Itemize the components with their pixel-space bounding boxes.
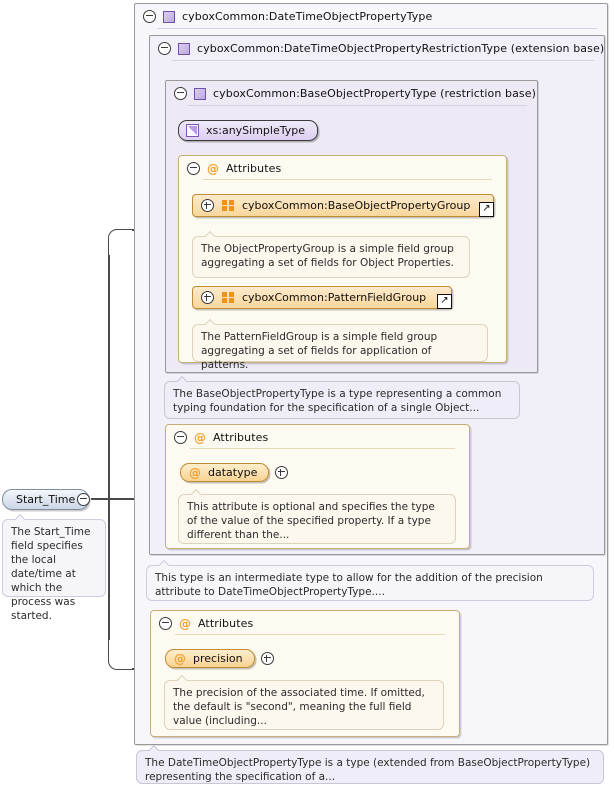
- simple-type-any-simple-type[interactable]: xs:anySimpleType: [178, 120, 318, 141]
- doc-start-time: The Start_Time field specifies the local…: [2, 519, 106, 622]
- attribute-group-icon: [222, 292, 234, 303]
- at-sign-icon: @: [189, 465, 201, 480]
- group-label: cyboxCommon:PatternFieldGroup: [242, 291, 427, 304]
- bubble-notch: [149, 745, 161, 751]
- type-header-base[interactable]: cyboxCommon:BaseObjectPropertyType (rest…: [166, 81, 537, 105]
- attribute-name: precision: [193, 652, 243, 665]
- attribute-row-precision: @ precision: [165, 649, 274, 668]
- minus-circle-icon[interactable]: [187, 162, 200, 175]
- doc-text: This type is an intermediate type to all…: [155, 572, 543, 598]
- attribute-group-icon: [222, 200, 234, 211]
- attribute-row-datatype: @ datatype: [180, 463, 289, 482]
- doc-text: The BaseObjectPropertyType is a type rep…: [173, 388, 502, 414]
- simple-type-label: xs:anySimpleType: [206, 124, 305, 137]
- connector-branch-lower: [108, 628, 140, 670]
- attributes-header-precision[interactable]: @ Attributes: [151, 611, 459, 634]
- attributes-label: Attributes: [213, 431, 269, 444]
- doc-restriction-type: This type is an intermediate type to all…: [146, 565, 594, 601]
- attributes-label: Attributes: [226, 162, 282, 175]
- attribute-pill-precision[interactable]: @ precision: [165, 649, 255, 668]
- doc-text: The Start_Time field specifies the local…: [11, 526, 91, 622]
- external-link-icon[interactable]: ↗: [479, 202, 494, 217]
- bubble-notch: [191, 489, 203, 495]
- bubble-notch: [205, 319, 217, 325]
- at-sign-icon: @: [179, 616, 191, 631]
- attributes-header-datatype[interactable]: @ Attributes: [166, 425, 469, 448]
- divider: [203, 179, 492, 180]
- divider: [157, 28, 597, 29]
- attribute-name: datatype: [208, 466, 258, 479]
- at-sign-icon: @: [207, 161, 219, 176]
- divider: [172, 60, 594, 61]
- doc-pattern-field-group: The PatternFieldGroup is a simple field …: [192, 324, 488, 371]
- attribute-group-base-object-property-group[interactable]: cyboxCommon:BaseObjectPropertyGroup ↗: [192, 194, 494, 217]
- simple-type-icon: [186, 124, 199, 137]
- doc-text: The ObjectPropertyGroup is a simple fiel…: [201, 243, 454, 269]
- attributes-label: Attributes: [198, 617, 254, 630]
- doc-text: The precision of the associated time. If…: [173, 687, 425, 727]
- minus-circle-icon[interactable]: [174, 87, 187, 100]
- external-link-icon[interactable]: ↗: [437, 294, 452, 309]
- connector-vertical-upper: [108, 255, 110, 499]
- type-label-restriction: cyboxCommon:DateTimeObjectPropertyRestri…: [197, 42, 605, 55]
- attributes-header-groups[interactable]: @ Attributes: [179, 156, 506, 179]
- minus-circle-icon[interactable]: [159, 617, 172, 630]
- group-row-wrapper-base: cyboxCommon:BaseObjectPropertyGroup ↗: [192, 194, 494, 217]
- minus-circle-icon[interactable]: [174, 431, 187, 444]
- plus-circle-icon[interactable]: [260, 652, 274, 665]
- type-label-outer: cyboxCommon:DateTimeObjectPropertyType: [182, 10, 433, 23]
- at-sign-icon: @: [194, 430, 206, 445]
- doc-base-object-property-group: The ObjectPropertyGroup is a simple fiel…: [192, 236, 470, 278]
- divider: [188, 105, 527, 106]
- plus-circle-icon[interactable]: [275, 466, 289, 479]
- bubble-notch: [177, 376, 189, 382]
- element-label: Start_Time: [16, 493, 76, 506]
- type-header-restriction[interactable]: cyboxCommon:DateTimeObjectPropertyRestri…: [150, 36, 604, 60]
- bubble-notch: [15, 514, 27, 520]
- doc-base-object-property-type: The BaseObjectPropertyType is a type rep…: [164, 381, 520, 419]
- plus-circle-icon[interactable]: [201, 199, 214, 212]
- minus-circle-icon[interactable]: [77, 493, 90, 506]
- minus-circle-icon[interactable]: [158, 42, 171, 55]
- element-start-time[interactable]: Start_Time: [2, 489, 90, 510]
- minus-circle-icon[interactable]: [143, 10, 156, 23]
- group-label: cyboxCommon:BaseObjectPropertyGroup: [242, 199, 471, 212]
- doc-datatype: This attribute is optional and specifies…: [178, 494, 456, 544]
- complex-type-icon: [194, 87, 206, 100]
- doc-text: The PatternFieldGroup is a simple field …: [201, 331, 438, 371]
- complex-type-icon: [178, 42, 190, 55]
- connector-branch-upper: [108, 229, 140, 271]
- divider: [175, 634, 445, 635]
- doc-precision: The precision of the associated time. If…: [164, 680, 444, 730]
- bubble-notch: [205, 231, 217, 237]
- connector-vertical-lower: [108, 498, 110, 640]
- complex-type-icon: [163, 10, 175, 23]
- simple-type-pill-wrapper: xs:anySimpleType: [178, 120, 318, 141]
- type-label-base: cyboxCommon:BaseObjectPropertyType (rest…: [213, 87, 536, 100]
- attribute-pill-datatype[interactable]: @ datatype: [180, 463, 270, 482]
- doc-text: This attribute is optional and specifies…: [187, 501, 435, 541]
- doc-datetime-object-property-type: The DateTimeObjectPropertyType is a type…: [136, 750, 604, 784]
- divider: [190, 448, 455, 449]
- bubble-notch: [177, 675, 189, 681]
- type-header-outer[interactable]: cyboxCommon:DateTimeObjectPropertyType: [135, 4, 607, 28]
- attribute-group-pattern-field-group[interactable]: cyboxCommon:PatternFieldGroup ↗: [192, 286, 452, 309]
- at-sign-icon: @: [174, 651, 186, 666]
- element-toggle-wrapper: [77, 493, 90, 509]
- bubble-notch: [159, 560, 171, 566]
- group-row-wrapper-pattern: cyboxCommon:PatternFieldGroup ↗: [192, 286, 452, 309]
- plus-circle-icon[interactable]: [201, 291, 214, 304]
- doc-text: The DateTimeObjectPropertyType is a type…: [145, 757, 591, 783]
- connector-element-stub: [91, 498, 109, 500]
